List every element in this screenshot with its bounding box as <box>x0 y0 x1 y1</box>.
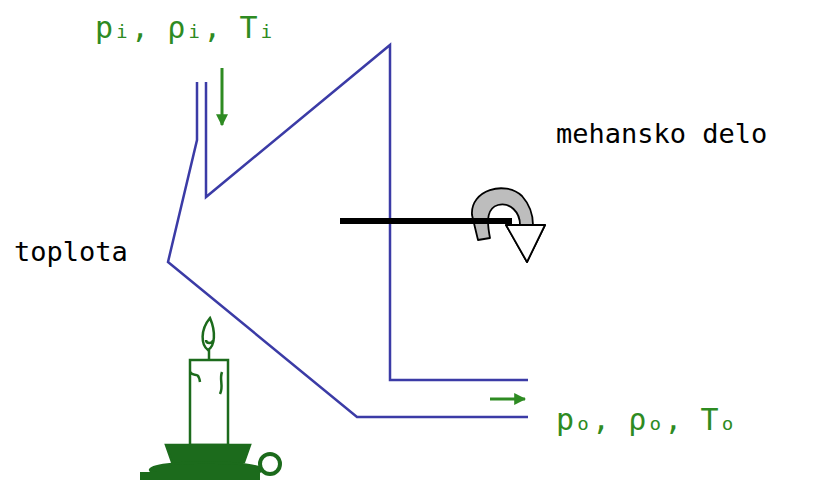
shaft <box>340 218 512 224</box>
inlet-state-label: pᵢ, ρᵢ, Tᵢ <box>95 10 276 46</box>
inflow-arrow <box>221 68 224 125</box>
candle <box>140 318 280 480</box>
rotation-arrow <box>340 188 545 262</box>
outlet-state-label: pₒ, ρₒ, Tₒ <box>556 402 737 438</box>
outflow-arrow <box>490 398 525 401</box>
work-label: mehansko delo <box>556 118 767 150</box>
heat-label: toplota <box>14 236 128 268</box>
